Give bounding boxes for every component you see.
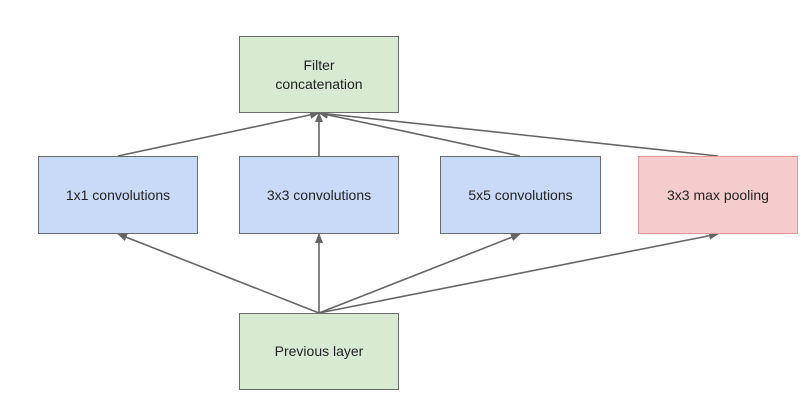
edge-maxpool-to-filter: [318, 109, 719, 157]
conv-1x1-label: 1x1 convolutions: [65, 186, 171, 203]
previous-layer-label: Previous layer: [274, 343, 364, 359]
filter-concatenation-label: Filter concatenation: [275, 56, 363, 92]
previous-layer-node: Previous layer: [239, 313, 399, 390]
max-pool-3x3-node: 3x3 max pooling: [638, 156, 798, 234]
conv-3x3-label: 3x3 convolutions: [266, 186, 372, 203]
filter-concatenation-node: Filter concatenation: [239, 36, 399, 113]
conv-5x5-label: 5x5 convolutions: [468, 186, 573, 203]
conv-5x5-node: 5x5 convolutions: [440, 156, 601, 234]
edge-previous-to-5x5: [318, 233, 521, 314]
edge-1x1-to-filter: [117, 110, 320, 157]
edge-previous-to-1x1: [117, 233, 320, 314]
conv-1x1-node: 1x1 convolutions: [38, 156, 198, 234]
max-pool-3x3-label: 3x3 max pooling: [667, 186, 769, 203]
edge-5x5-to-filter: [318, 110, 521, 157]
edge-previous-to-maxpool: [318, 231, 719, 314]
conv-3x3-node: 3x3 convolutions: [239, 156, 399, 234]
